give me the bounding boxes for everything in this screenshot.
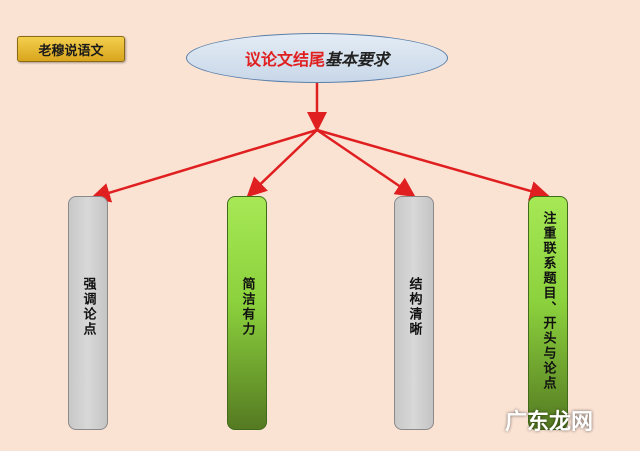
requirement-box-4: 注重联系题目、开头与论点 [528,196,568,430]
watermark-text: 广东龙网 [505,410,594,435]
requirement-box-3-label: 结构清晰 [406,277,422,337]
title-part-1: 议论文结尾 [244,50,325,69]
arrow-to-box-4 [316,128,550,201]
author-badge: 老穆说语文 [17,36,125,62]
requirement-box-2: 简洁有力 [227,196,267,430]
author-badge-label: 老穆说语文 [38,43,104,59]
arrow-to-box-2 [246,129,318,198]
requirement-box-1: 强调论点 [68,196,108,430]
requirement-box-3: 结构清晰 [394,196,434,430]
watermark: 广东龙网 [505,404,593,436]
requirement-box-2-label: 简洁有力 [239,277,255,337]
requirement-box-1-label: 强调论点 [80,277,96,337]
arrow-to-box-1 [90,128,318,203]
arrow-to-box-3 [316,128,416,198]
requirement-box-4-label: 注重联系题目、开头与论点 [540,211,556,391]
title-node: 议论文结尾基本要求 [186,33,448,83]
title-part-2: 基本要求 [325,50,390,69]
